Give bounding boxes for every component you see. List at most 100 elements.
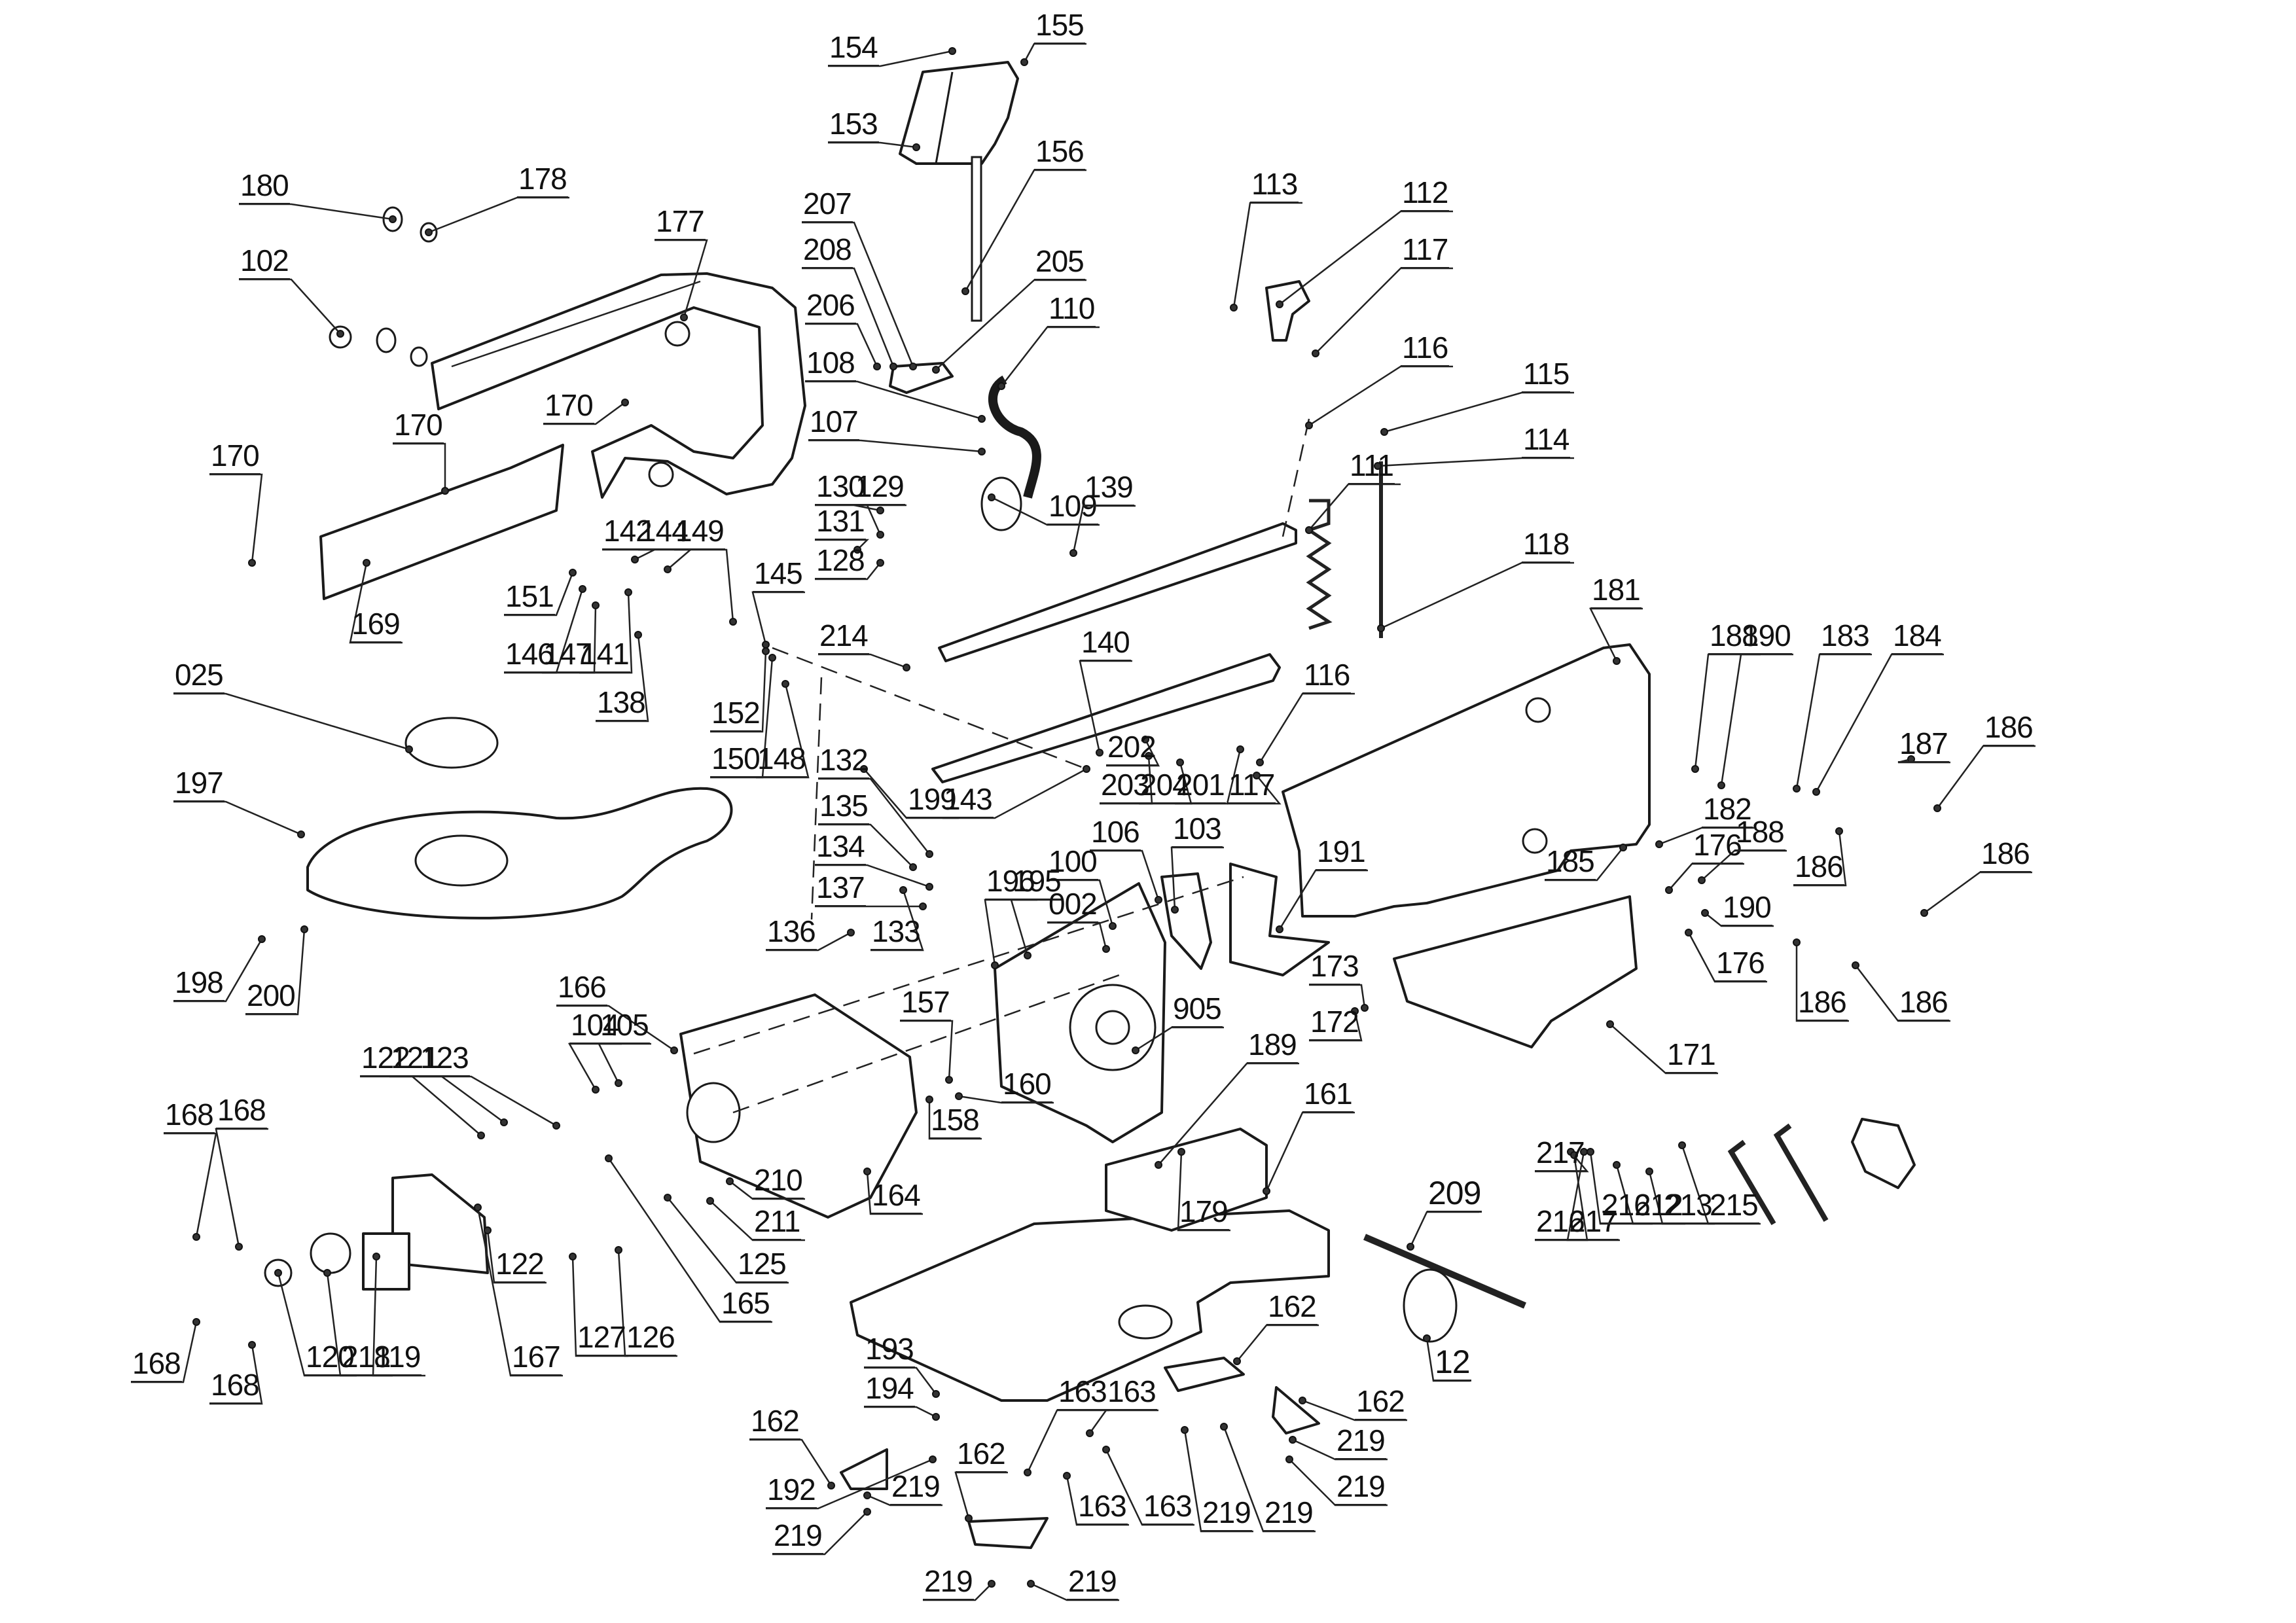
part-callout-162d[interactable]: 162: [956, 1438, 1007, 1473]
part-callout-218[interactable]: 218: [340, 1342, 391, 1376]
part-callout-134[interactable]: 134: [815, 831, 866, 866]
part-callout-196[interactable]: 196: [985, 866, 1036, 901]
part-callout-130[interactable]: 130: [815, 471, 866, 506]
part-callout-121[interactable]: 121: [389, 1043, 440, 1077]
part-callout-12[interactable]: 12: [1433, 1344, 1471, 1382]
part-callout-219h[interactable]: 219: [1067, 1566, 1118, 1601]
part-callout-217a[interactable]: 217: [1535, 1137, 1586, 1172]
part-callout-002[interactable]: 002: [1047, 889, 1098, 923]
part-callout-133[interactable]: 133: [870, 916, 922, 951]
part-callout-119[interactable]: 119: [373, 1342, 422, 1376]
part-callout-162a[interactable]: 162: [1266, 1291, 1318, 1326]
part-callout-189[interactable]: 189: [1247, 1029, 1298, 1064]
part-callout-210[interactable]: 210: [753, 1165, 804, 1200]
part-callout-186b[interactable]: 186: [1793, 851, 1844, 886]
part-callout-179[interactable]: 179: [1178, 1196, 1229, 1231]
part-callout-170c[interactable]: 170: [209, 440, 260, 475]
part-callout-157[interactable]: 157: [900, 987, 951, 1022]
part-callout-190a[interactable]: 190: [1741, 620, 1792, 655]
part-callout-197[interactable]: 197: [173, 768, 224, 802]
part-callout-188b[interactable]: 188: [1734, 817, 1785, 851]
part-callout-168c[interactable]: 168: [131, 1348, 182, 1383]
part-callout-116b[interactable]: 116: [1302, 660, 1352, 694]
part-callout-173[interactable]: 173: [1309, 951, 1360, 986]
part-callout-186a[interactable]: 186: [1983, 712, 2034, 747]
part-callout-115[interactable]: 115: [1522, 359, 1571, 393]
part-callout-163d[interactable]: 163: [1142, 1491, 1193, 1525]
part-callout-163b[interactable]: 163: [1106, 1376, 1157, 1411]
part-callout-219b[interactable]: 219: [1335, 1471, 1386, 1506]
part-callout-158[interactable]: 158: [929, 1105, 980, 1139]
part-callout-184[interactable]: 184: [1892, 620, 1943, 655]
part-callout-117[interactable]: 117: [1401, 234, 1450, 269]
part-callout-219c[interactable]: 219: [1201, 1497, 1252, 1532]
part-callout-113[interactable]: 113: [1250, 169, 1299, 204]
part-callout-905[interactable]: 905: [1172, 993, 1223, 1028]
part-callout-185[interactable]: 185: [1545, 846, 1596, 881]
part-callout-219g[interactable]: 219: [923, 1566, 974, 1601]
part-callout-144[interactable]: 144: [638, 516, 689, 550]
part-callout-141[interactable]: 141: [579, 639, 630, 673]
part-callout-176a[interactable]: 176: [1692, 830, 1743, 865]
part-callout-181[interactable]: 181: [1590, 575, 1641, 609]
part-callout-191[interactable]: 191: [1316, 836, 1367, 871]
part-callout-025[interactable]: 025: [173, 660, 224, 694]
part-callout-163c[interactable]: 163: [1077, 1491, 1128, 1525]
part-callout-114[interactable]: 114: [1522, 424, 1571, 459]
part-callout-186c[interactable]: 186: [1980, 838, 2031, 873]
part-callout-169[interactable]: 169: [350, 609, 401, 643]
part-callout-214[interactable]: 214: [818, 620, 869, 655]
part-callout-188a[interactable]: 188: [1708, 620, 1759, 655]
part-callout-216a[interactable]: 216: [1535, 1206, 1586, 1241]
part-callout-177[interactable]: 177: [655, 206, 706, 241]
part-callout-110[interactable]: 110: [1047, 293, 1096, 328]
part-callout-204[interactable]: 204: [1139, 770, 1190, 804]
part-callout-131[interactable]: 131: [815, 506, 866, 541]
part-callout-205[interactable]: 205: [1034, 246, 1085, 281]
part-callout-154[interactable]: 154: [828, 32, 879, 67]
part-callout-183[interactable]: 183: [1820, 620, 1871, 655]
part-callout-195[interactable]: 195: [1011, 866, 1062, 901]
part-callout-216b[interactable]: 216: [1600, 1190, 1651, 1224]
part-callout-112[interactable]: 112: [1401, 177, 1450, 212]
part-callout-165[interactable]: 165: [720, 1288, 771, 1323]
part-callout-107[interactable]: 107: [808, 406, 859, 441]
part-callout-212[interactable]: 212: [1633, 1190, 1684, 1224]
part-callout-118[interactable]: 118: [1522, 529, 1571, 563]
part-callout-123[interactable]: 123: [419, 1043, 470, 1077]
part-callout-182[interactable]: 182: [1702, 794, 1753, 829]
part-callout-168d[interactable]: 168: [209, 1370, 260, 1404]
part-callout-146[interactable]: 146: [504, 639, 555, 673]
part-callout-192[interactable]: 192: [766, 1474, 817, 1509]
part-callout-170a[interactable]: 170: [543, 390, 594, 425]
part-callout-106[interactable]: 106: [1090, 817, 1141, 851]
part-callout-105[interactable]: 105: [599, 1010, 650, 1044]
part-callout-168b[interactable]: 168: [216, 1095, 267, 1130]
part-callout-156[interactable]: 156: [1034, 136, 1085, 171]
part-callout-207[interactable]: 207: [802, 188, 853, 223]
part-callout-168a[interactable]: 168: [164, 1099, 215, 1134]
part-callout-219a[interactable]: 219: [1335, 1425, 1386, 1460]
part-callout-142[interactable]: 142: [602, 516, 653, 550]
part-callout-186d[interactable]: 186: [1797, 987, 1848, 1022]
part-callout-153[interactable]: 153: [828, 109, 879, 143]
part-callout-186e[interactable]: 186: [1898, 987, 1949, 1022]
part-callout-160[interactable]: 160: [1001, 1069, 1052, 1103]
part-callout-136[interactable]: 136: [766, 916, 817, 951]
part-callout-176b[interactable]: 176: [1715, 948, 1766, 982]
part-callout-152[interactable]: 152: [710, 698, 761, 732]
part-callout-211[interactable]: 211: [753, 1206, 802, 1241]
part-callout-135[interactable]: 135: [818, 791, 869, 825]
part-callout-206[interactable]: 206: [805, 290, 856, 325]
part-callout-200[interactable]: 200: [245, 980, 296, 1015]
part-callout-198[interactable]: 198: [173, 967, 224, 1002]
part-callout-149[interactable]: 149: [674, 516, 725, 550]
part-callout-132[interactable]: 132: [818, 745, 869, 779]
part-callout-202[interactable]: 202: [1106, 732, 1157, 766]
part-callout-147[interactable]: 147: [542, 639, 593, 673]
part-callout-122b[interactable]: 122: [494, 1249, 545, 1283]
part-callout-219e[interactable]: 219: [890, 1471, 941, 1506]
part-callout-167[interactable]: 167: [511, 1342, 562, 1376]
part-callout-126[interactable]: 126: [625, 1322, 676, 1357]
part-callout-128[interactable]: 128: [815, 545, 866, 580]
